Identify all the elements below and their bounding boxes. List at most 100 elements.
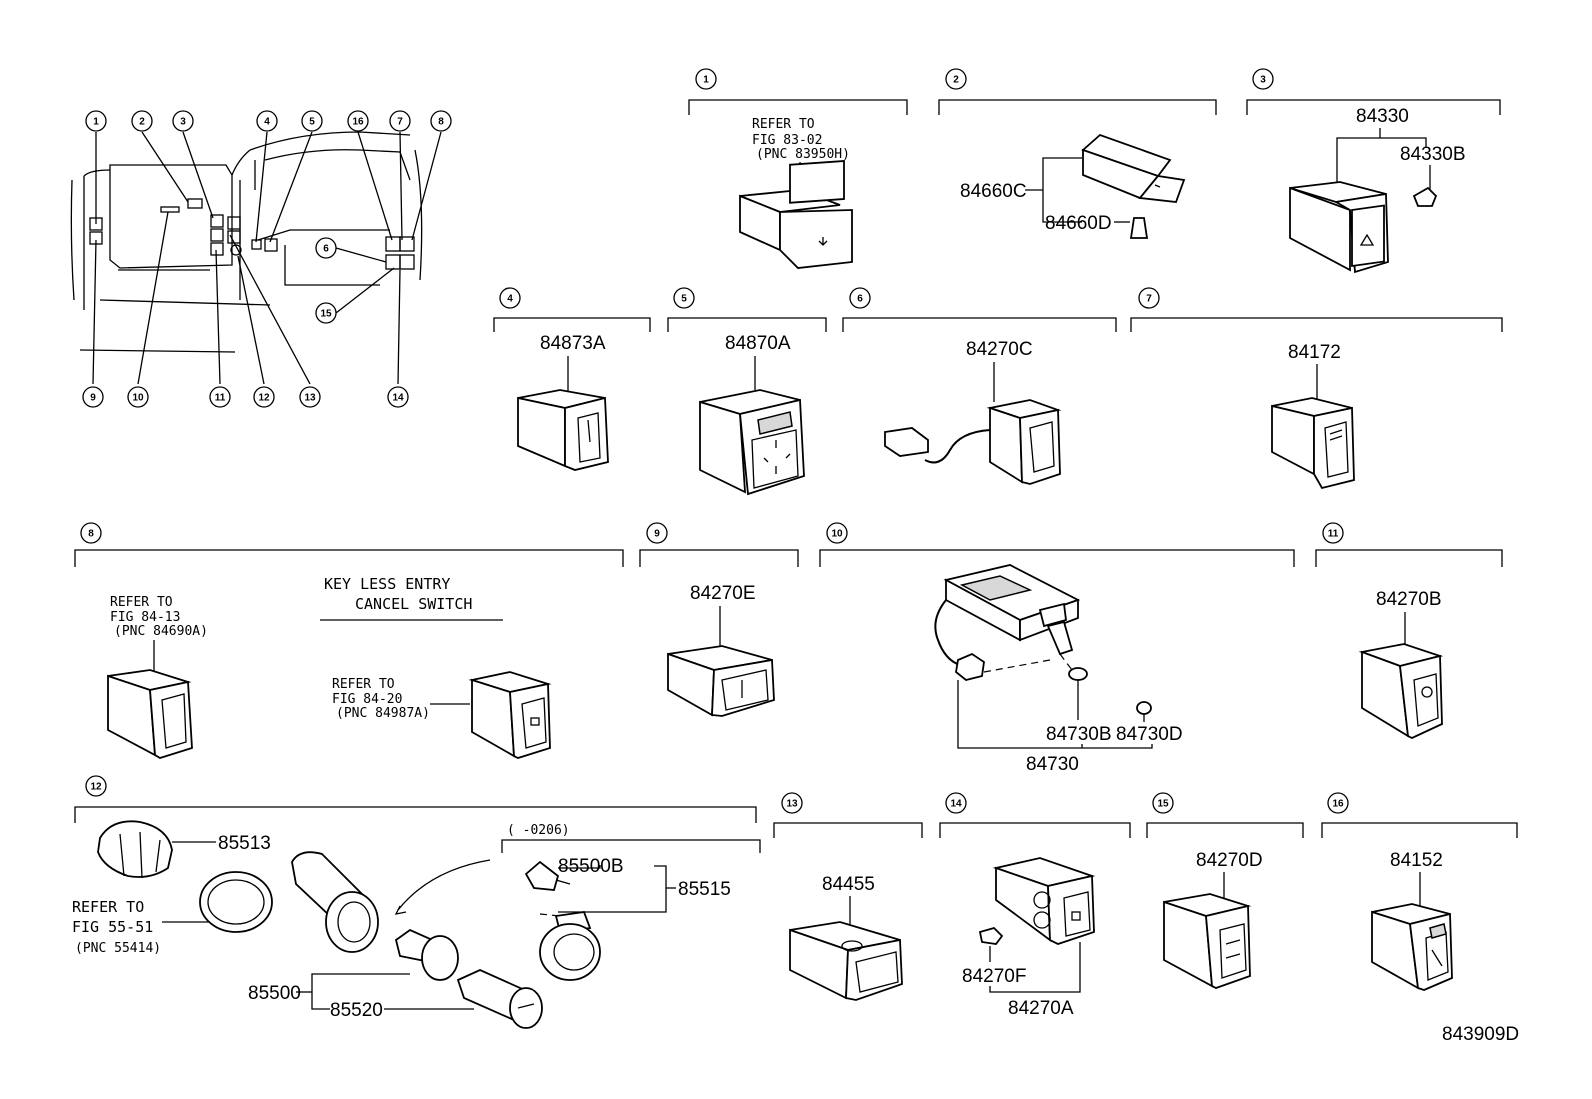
- part-85500: 85500: [248, 983, 301, 1004]
- s8-note-a-line3: (PNC 84690A): [114, 624, 208, 639]
- part-84730b: 84730B: [1046, 724, 1112, 745]
- overview-callout-14-circle: [387, 386, 409, 408]
- overview-callout-6: 6: [323, 244, 329, 255]
- bulb-85500b-illustration: [524, 860, 571, 891]
- overview-callout-3-circle: [172, 110, 194, 132]
- overview-callout-16: 16: [352, 117, 364, 128]
- cigarette-lighter-plug-85520-illustration: [456, 969, 543, 1029]
- part-84270e: 84270E: [690, 583, 756, 604]
- part-84730d: 84730D: [1116, 724, 1183, 745]
- section-callout-1-circle: [695, 68, 717, 90]
- overview-callout-10: 10: [132, 393, 144, 404]
- part-84270b: 84270B: [1376, 589, 1442, 610]
- section-callout-4-circle: [499, 287, 521, 309]
- section-1: REFER TO FIG 83-02 (PNC 83950H): [739, 117, 853, 269]
- part-84270f: 84270F: [962, 966, 1026, 987]
- s8-note-a-line2: FIG 84-13: [110, 610, 180, 625]
- section-6: 84270C: [884, 339, 1062, 485]
- section-callout-9: 9: [654, 529, 660, 540]
- part-85513: 85513: [218, 833, 271, 854]
- overview-callout-3: 3: [180, 117, 186, 128]
- overview-callout-4-circle: [256, 110, 278, 132]
- section-callout-12-circle: [85, 775, 107, 797]
- overview-callout-5: 5: [309, 117, 315, 128]
- s8-heading-line1: KEY LESS ENTRY: [324, 575, 450, 593]
- section-9: 84270E: [667, 583, 775, 717]
- section-2: 84660C 84660D: [960, 133, 1186, 239]
- switch-83950h-illustration: [739, 160, 853, 269]
- section-11: 84270B: [1358, 589, 1444, 739]
- section-callout-16: 16: [1332, 799, 1344, 810]
- section-callout-14-circle: [945, 792, 967, 814]
- overview-callout-13: 13: [304, 393, 316, 404]
- part-85500b: 85500B: [558, 856, 624, 877]
- bezel-ring-illustration: [199, 871, 273, 933]
- bulb-84270f: [978, 926, 1004, 945]
- part-84330b: 84330B: [1400, 144, 1466, 165]
- switch-84690a-illustration: [107, 669, 193, 759]
- switch-84270b-illustration: [1358, 643, 1444, 739]
- s12-range: ( -0206): [507, 823, 570, 838]
- part-84270c: 84270C: [966, 339, 1033, 360]
- hazard-switch-illustration: [1289, 181, 1389, 274]
- section-4: 84873A: [517, 333, 609, 471]
- section-callout-12: 12: [90, 782, 102, 793]
- section-callout-16-circle: [1327, 792, 1349, 814]
- s8-note-b-line3: (PNC 84987A): [336, 706, 430, 721]
- section-16: 84152: [1371, 850, 1453, 991]
- socket-housing-illustration: [291, 851, 379, 953]
- overview-callout-13-circle: [299, 386, 321, 408]
- part-85520: 85520: [330, 1000, 383, 1021]
- section-callout-11-circle: [1322, 522, 1344, 544]
- overview-callout-1: 1: [93, 117, 99, 128]
- section-callout-14: 14: [950, 799, 962, 810]
- part-84270a: 84270A: [1008, 998, 1074, 1019]
- s12-note-line2: FIG 55-51: [72, 918, 153, 936]
- part-84330: 84330: [1356, 106, 1409, 127]
- s8-note-b-line1: REFER TO: [332, 677, 395, 692]
- overview-callout-15-circle: [315, 302, 337, 324]
- overview-callout-6-circle: [315, 237, 337, 259]
- cigarette-lighter-socket-illustration: [394, 928, 459, 981]
- s12-note-line1: REFER TO: [72, 898, 144, 916]
- switch-84270a-illustration: [992, 857, 1096, 945]
- section-callout-10-circle: [826, 522, 848, 544]
- part-84660c: 84660C: [960, 181, 1027, 202]
- section-callout-8: 8: [88, 529, 94, 540]
- switch-84152-illustration: [1371, 903, 1453, 991]
- switch-84270d-illustration: [1163, 893, 1252, 989]
- keyless-cancel-switch-illustration: [468, 671, 552, 759]
- overview-callout-12: 12: [258, 393, 270, 404]
- mirror-switch-84870a-illustration: [699, 389, 805, 496]
- section-callout-10: 10: [831, 529, 843, 540]
- overview-callout-8: 8: [438, 117, 444, 128]
- section-5: 84870A: [699, 333, 805, 496]
- overview-callout-2: 2: [139, 117, 145, 128]
- bulb-84660d: [1129, 217, 1149, 239]
- overview-callout-4: 4: [264, 117, 270, 128]
- s1-note-line2: FIG 83-02: [752, 133, 822, 148]
- part-84660d: 84660D: [1045, 213, 1112, 234]
- section-callout-6-circle: [849, 287, 871, 309]
- overview-callout-10-circle: [127, 386, 149, 408]
- section-callout-8-circle: [80, 522, 102, 544]
- diagram-id: 843909D: [1442, 1024, 1519, 1045]
- s8-note-b-line2: FIG 84-20: [332, 692, 402, 707]
- switch-84660c-illustration: [1081, 133, 1186, 203]
- section-callout-7-circle: [1138, 287, 1160, 309]
- overview-callout-8-circle: [430, 110, 452, 132]
- section-14: 84270F 84270A: [962, 857, 1096, 1019]
- overview-callout-1-circle: [85, 110, 107, 132]
- s8-heading-line2: CANCEL SWITCH: [355, 595, 472, 613]
- overview-callout-9-circle: [82, 386, 104, 408]
- section-callout-3-circle: [1252, 68, 1274, 90]
- section-brackets: [74, 99, 1518, 838]
- section-callout-3: 3: [1260, 75, 1266, 86]
- section-callout-2-circle: [945, 68, 967, 90]
- section-callout-15-circle: [1152, 792, 1174, 814]
- part-84172: 84172: [1288, 342, 1341, 363]
- switch-84172-illustration: [1271, 397, 1355, 490]
